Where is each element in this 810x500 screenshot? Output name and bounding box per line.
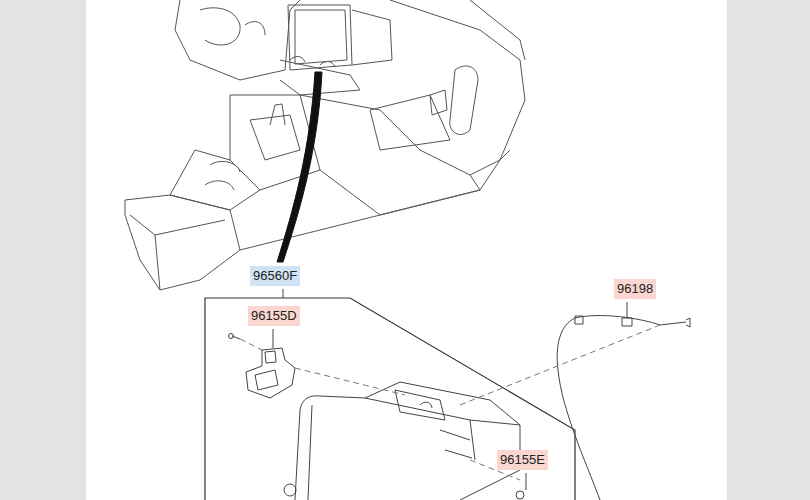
leader-line xyxy=(273,329,274,348)
callout-number: 96560F xyxy=(250,266,300,286)
side-bar xyxy=(727,0,810,500)
callout-number: 96155E xyxy=(497,450,548,470)
leader-line xyxy=(526,473,527,490)
callout-number: 96198 xyxy=(614,279,656,299)
dashboard-drawing xyxy=(125,0,525,290)
callout-number: 96155D xyxy=(248,306,300,326)
leader-line xyxy=(283,289,284,298)
side-bar xyxy=(0,0,86,500)
pointer-arrow xyxy=(277,72,322,262)
cable-drawing xyxy=(557,316,690,500)
group-outline xyxy=(205,298,575,500)
assembly-lines xyxy=(240,325,660,480)
leader-line xyxy=(627,302,628,318)
head-unit-drawing xyxy=(284,382,524,500)
bracket-drawing xyxy=(229,334,296,399)
